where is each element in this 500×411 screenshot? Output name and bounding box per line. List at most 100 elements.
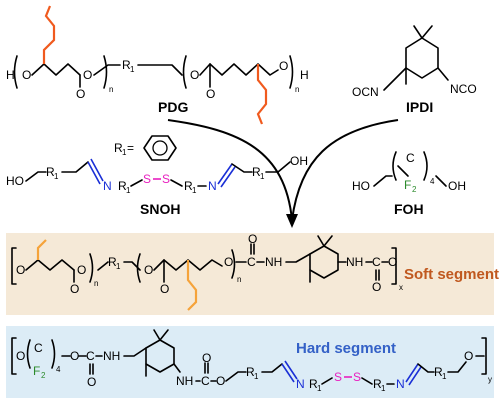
snoh-r1d-sub: 1 (260, 172, 265, 181)
arrow-from-ipdi (291, 119, 399, 221)
soft-carbonyl-o2: O (160, 282, 169, 296)
snoh-r1c: R (184, 179, 193, 193)
ipdi-nco: NCO (450, 82, 477, 96)
hard-segment-band (6, 326, 494, 398)
hard-n2: N (396, 377, 405, 391)
pdg-carbonyl-o2: O (206, 87, 215, 101)
r1-definition: R 1 = (114, 135, 177, 161)
soft-segment-structure: O O O n R 1 O O O n C O NH NH C (11, 232, 499, 311)
hard-r1b-sub: 1 (317, 384, 322, 393)
hard-r1d: R (434, 365, 443, 379)
snoh-oh: OH (290, 154, 308, 168)
snoh-structure: HO R 1 N R 1 S S R 1 N R 1 OH SNOH (6, 154, 308, 217)
snoh-n1: N (103, 179, 112, 193)
hard-o3: O (87, 375, 96, 389)
hard-s1: S (334, 370, 342, 384)
hard-c1: C (86, 349, 95, 363)
snoh-n2: N (208, 179, 217, 193)
pdg-label: PDG (158, 99, 188, 115)
soft-n-right: n (237, 275, 241, 284)
hard-f: F (33, 364, 40, 378)
hard-segment-structure: O C F 2 4 O C O NH NH C O O R 1 N R 1 (11, 329, 492, 393)
soft-segment-label: Soft segment (404, 266, 499, 283)
foh-c: C (406, 151, 415, 165)
snoh-r1b: R (118, 179, 127, 193)
hard-r1c-sub: 1 (381, 384, 386, 393)
foh-structure: HO C F 2 4 OH FOH (352, 151, 466, 217)
foh-sub-4: 4 (430, 177, 435, 186)
hard-r1d-sub: 1 (442, 372, 447, 381)
pdg-n-right: n (295, 85, 299, 94)
foh-label: FOH (394, 201, 424, 217)
hard-o5: O (216, 374, 225, 388)
pdg-r-sub: 1 (130, 65, 135, 74)
pdg-o4: O (279, 59, 288, 73)
soft-o1: O (16, 263, 25, 277)
snoh-r1d: R (252, 165, 261, 179)
r1-def-eq: = (127, 141, 134, 155)
hard-nh1: NH (103, 349, 120, 363)
soft-o7: O (388, 255, 397, 269)
snoh-label: SNOH (140, 201, 180, 217)
pdg-structure: H O O O n R 1 O O O n H PDG (6, 5, 309, 125)
r1-def-r: R (114, 141, 123, 155)
hard-o2: O (70, 349, 79, 363)
foh-oh: OH (448, 179, 466, 193)
soft-nh2: NH (346, 255, 363, 269)
pdg-r: R (122, 58, 131, 72)
snoh-r1c-sub: 1 (192, 186, 197, 195)
pdg-o1: O (22, 68, 31, 82)
pdg-n-left: n (109, 85, 113, 94)
hard-f-sub: 2 (41, 371, 46, 380)
snoh-ho: HO (6, 174, 24, 188)
hard-r1a-sub: 1 (254, 372, 259, 381)
soft-c1: C (247, 255, 256, 269)
ipdi-structure: OCN NCO IPDI (352, 25, 477, 115)
hard-o6: O (464, 349, 473, 363)
ipdi-label: IPDI (406, 99, 433, 115)
soft-o6: O (372, 280, 381, 294)
snoh-r1a-sub: 1 (54, 172, 59, 181)
hard-n1: N (296, 377, 305, 391)
soft-o2: O (77, 263, 86, 277)
arrow-head (286, 214, 298, 228)
r1-def-sub: 1 (122, 148, 127, 157)
hard-y: y (488, 375, 492, 384)
soft-x: x (399, 283, 403, 292)
soft-o5: O (248, 232, 257, 246)
pdg-side-chain-right (256, 64, 268, 125)
foh-f: F (404, 178, 411, 192)
hard-c: C (34, 341, 43, 355)
snoh-r1a: R (46, 165, 55, 179)
pdg-h-right: H (300, 68, 309, 82)
hard-o4: O (202, 351, 211, 365)
soft-side-chain-left (36, 239, 47, 260)
soft-r-sub: 1 (116, 262, 121, 271)
pdg-o2: O (83, 68, 92, 82)
pdg-carbonyl-o1: O (76, 87, 85, 101)
hard-sub-4: 4 (56, 365, 61, 374)
snoh-r1b-sub: 1 (126, 186, 131, 195)
foh-ho: HO (352, 179, 370, 193)
soft-n-left: n (94, 279, 98, 288)
arrow-from-pdg (167, 119, 293, 221)
hard-o1: O (16, 349, 25, 363)
foh-f-sub: 2 (412, 185, 417, 194)
ipdi-ocn: OCN (352, 85, 379, 99)
soft-segment-band (6, 233, 494, 315)
snoh-s2: S (162, 172, 170, 186)
hard-s2: S (353, 370, 361, 384)
pdg-side-chain-left (42, 5, 56, 64)
hard-nh2: NH (176, 374, 193, 388)
hard-r1a: R (246, 365, 255, 379)
soft-o3: O (144, 263, 153, 277)
hard-r1c: R (373, 377, 382, 391)
soft-nh1: NH (265, 255, 282, 269)
hard-segment-label: Hard segment (296, 340, 396, 357)
soft-side-chain-right (186, 260, 198, 311)
soft-c2: C (372, 255, 381, 269)
soft-r: R (108, 255, 117, 269)
pdg-h-left: H (6, 68, 15, 82)
